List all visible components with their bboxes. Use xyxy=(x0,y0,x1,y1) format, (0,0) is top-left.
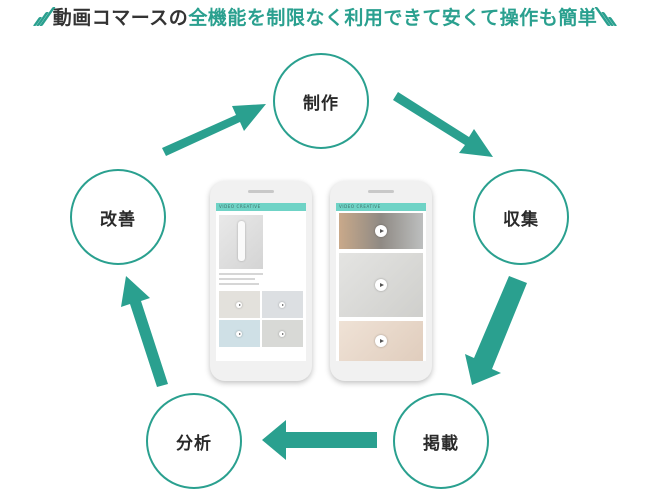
text-line xyxy=(219,283,259,285)
phone-mockup-right: VIDEO CREATIVE xyxy=(330,181,432,381)
node-publishing: 掲載 xyxy=(393,393,489,489)
product-image xyxy=(219,215,263,269)
phone-speaker xyxy=(248,190,274,193)
play-icon xyxy=(279,302,285,308)
node-improvement-label: 改善 xyxy=(100,209,136,230)
video-thumbnail xyxy=(262,291,303,318)
video-thumbnail xyxy=(219,291,260,318)
screen-header-bar: VIDEO CREATIVE xyxy=(336,203,426,211)
play-icon xyxy=(279,331,285,337)
play-icon xyxy=(375,335,387,347)
node-analysis-label: 分析 xyxy=(176,433,212,454)
text-line xyxy=(219,278,255,280)
video-thumbnail xyxy=(219,320,260,347)
node-collection-label: 収集 xyxy=(503,209,539,230)
phone-speaker xyxy=(368,190,394,193)
phone-mockup-left: VIDEO CREATIVE xyxy=(210,181,312,381)
screen-header-bar: VIDEO CREATIVE xyxy=(216,203,306,211)
node-improvement: 改善 xyxy=(70,169,166,265)
node-analysis: 分析 xyxy=(146,393,242,489)
video-thumbnail xyxy=(262,320,303,347)
video-thumbnail xyxy=(339,213,423,249)
phone-screen-left: VIDEO CREATIVE xyxy=(216,203,306,361)
arrow-analysis-to-improvement xyxy=(121,276,168,387)
text-line xyxy=(219,273,263,275)
node-production: 制作 xyxy=(273,53,369,149)
arrow-collection-to-publishing xyxy=(465,276,527,385)
arrow-improvement-to-production xyxy=(162,104,266,156)
headline: 動画コマースの全機能を制限なく利用できて安くて操作も簡単 xyxy=(0,0,650,32)
phone-screen-right: VIDEO CREATIVE xyxy=(336,203,426,361)
arrow-production-to-collection xyxy=(393,92,493,157)
node-publishing-label: 掲載 xyxy=(423,433,459,454)
headline-part1: 動画コマースの xyxy=(52,6,189,29)
play-icon xyxy=(375,279,387,291)
play-icon xyxy=(375,225,387,237)
play-icon xyxy=(236,331,242,337)
video-thumbnail xyxy=(339,253,423,317)
node-production-label: 制作 xyxy=(303,93,339,114)
play-icon xyxy=(236,302,242,308)
node-collection: 収集 xyxy=(473,169,569,265)
arrow-publishing-to-analysis xyxy=(262,420,377,460)
video-thumbnail xyxy=(339,321,423,361)
headline-part2: 全機能を制限なく利用できて安くて操作も簡単 xyxy=(188,6,598,29)
